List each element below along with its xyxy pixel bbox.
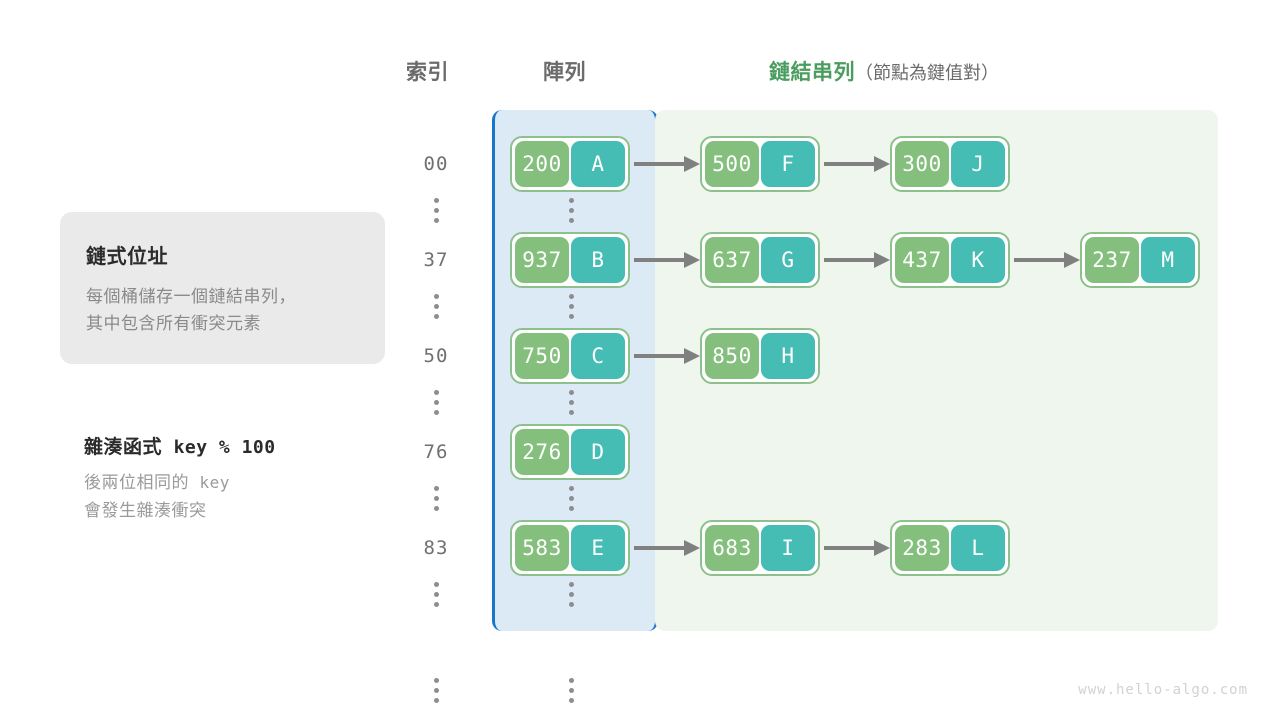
index-ellipsis bbox=[426, 294, 446, 319]
node-value: G bbox=[761, 237, 815, 283]
index-ellipsis bbox=[426, 678, 446, 703]
bucket-ellipsis bbox=[561, 582, 581, 607]
column-header-index: 索引 bbox=[406, 61, 449, 84]
column-header-linkedlist: 鏈結串列（節點為鍵值對） bbox=[769, 56, 999, 86]
index-ellipsis bbox=[426, 486, 446, 511]
node-key: 683 bbox=[705, 525, 759, 571]
node-value: I bbox=[761, 525, 815, 571]
bucket-index-label: 83 bbox=[423, 537, 449, 559]
hash-function-title: 雜湊函式 key % 100 bbox=[84, 432, 414, 459]
bucket-ellipsis bbox=[561, 390, 581, 415]
watermark: www.hello-algo.com bbox=[1078, 682, 1248, 698]
column-header-linkedlist-sub: （節點為鍵值對） bbox=[855, 63, 999, 83]
chain-arrow-icon bbox=[822, 136, 890, 192]
hash-function-label: 雜湊函式 bbox=[84, 437, 163, 458]
index-ellipsis bbox=[426, 582, 446, 607]
hash-note-line-2: 會發生雜湊衝突 bbox=[84, 501, 207, 521]
index-ellipsis bbox=[426, 390, 446, 415]
node-key: 850 bbox=[705, 333, 759, 379]
node-value: M bbox=[1141, 237, 1195, 283]
node-key: 200 bbox=[515, 141, 569, 187]
column-header-linkedlist-main: 鏈結串列 bbox=[769, 61, 855, 84]
node-key: 283 bbox=[895, 525, 949, 571]
chain-arrow-icon bbox=[822, 232, 890, 288]
index-ellipsis bbox=[426, 198, 446, 223]
node-key: 637 bbox=[705, 237, 759, 283]
node-value: B bbox=[571, 237, 625, 283]
bucket-ellipsis bbox=[561, 486, 581, 511]
node-key: 583 bbox=[515, 525, 569, 571]
bucket-index-label: 76 bbox=[423, 441, 449, 463]
bucket-index-label: 00 bbox=[423, 153, 449, 175]
hash-function-expression: key % 100 bbox=[173, 437, 276, 458]
chain-arrow-icon bbox=[822, 520, 890, 576]
node-value: F bbox=[761, 141, 815, 187]
info-card-title: 鏈式位址 bbox=[86, 246, 168, 268]
node-value: H bbox=[761, 333, 815, 379]
node-value: K bbox=[951, 237, 1005, 283]
node-key: 500 bbox=[705, 141, 759, 187]
node-key: 750 bbox=[515, 333, 569, 379]
column-header-array: 陣列 bbox=[543, 61, 586, 84]
chain-arrow-icon bbox=[632, 136, 700, 192]
node-value: L bbox=[951, 525, 1005, 571]
node-key: 437 bbox=[895, 237, 949, 283]
info-card-line-1: 每個桶儲存一個鏈結串列， bbox=[86, 287, 296, 306]
node-value: J bbox=[951, 141, 1005, 187]
node-key: 300 bbox=[895, 141, 949, 187]
chain-arrow-icon bbox=[632, 328, 700, 384]
node-value: A bbox=[571, 141, 625, 187]
node-value: E bbox=[571, 525, 625, 571]
chain-arrow-icon bbox=[1012, 232, 1080, 288]
bucket-ellipsis bbox=[561, 678, 581, 703]
hash-function-note: 雜湊函式 key % 100 後兩位相同的 key 會發生雜湊衝突 bbox=[84, 432, 414, 525]
info-card-line-2: 其中包含所有衝突元素 bbox=[86, 314, 261, 334]
chain-arrow-icon bbox=[632, 232, 700, 288]
bucket-index-label: 37 bbox=[423, 249, 449, 271]
node-value: C bbox=[571, 333, 625, 379]
node-key: 937 bbox=[515, 237, 569, 283]
chain-arrow-icon bbox=[632, 520, 700, 576]
hash-note-line-1-text: 後兩位相同的 bbox=[84, 473, 189, 492]
node-value: D bbox=[571, 429, 625, 475]
bucket-index-label: 50 bbox=[423, 345, 449, 367]
hash-note-line-1: 後兩位相同的 key bbox=[84, 469, 414, 497]
hash-note-line-1-key: key bbox=[199, 473, 230, 492]
bucket-ellipsis bbox=[561, 294, 581, 319]
node-key: 237 bbox=[1085, 237, 1139, 283]
node-key: 276 bbox=[515, 429, 569, 475]
bucket-ellipsis bbox=[561, 198, 581, 223]
info-card: 鏈式位址 每個桶儲存一個鏈結串列， 其中包含所有衝突元素 bbox=[60, 212, 385, 364]
